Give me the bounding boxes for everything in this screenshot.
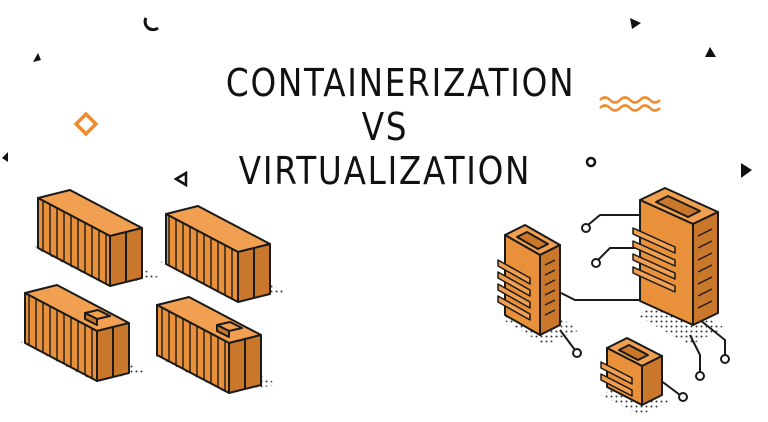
crescent-icon bbox=[143, 17, 159, 32]
triangle-outline-icon bbox=[173, 170, 188, 188]
server-towers-illustration bbox=[497, 187, 730, 415]
container-icon bbox=[152, 296, 279, 394]
circuit-lines bbox=[544, 214, 730, 402]
title-line-3: VIRTUALIZATION bbox=[238, 149, 532, 193]
decorative-shapes bbox=[2, 17, 752, 188]
container-icon bbox=[33, 189, 160, 287]
triangle-icon bbox=[33, 53, 41, 62]
diamond-icon bbox=[73, 111, 99, 137]
triangle-icon bbox=[2, 152, 8, 162]
server-icon bbox=[632, 187, 725, 345]
shipping-containers-illustration bbox=[20, 189, 287, 394]
server-icon bbox=[600, 337, 670, 415]
wave-icon bbox=[599, 96, 661, 112]
triangle-icon bbox=[741, 163, 752, 178]
title-line-2: VS bbox=[361, 105, 409, 149]
ring-icon bbox=[585, 156, 597, 168]
triangle-icon bbox=[630, 18, 641, 29]
triangle-icon bbox=[705, 47, 716, 57]
server-icon bbox=[497, 224, 580, 345]
title-line-1: CONTAINERIZATION bbox=[225, 61, 576, 105]
container-icon bbox=[20, 284, 147, 382]
container-icon bbox=[160, 205, 287, 303]
